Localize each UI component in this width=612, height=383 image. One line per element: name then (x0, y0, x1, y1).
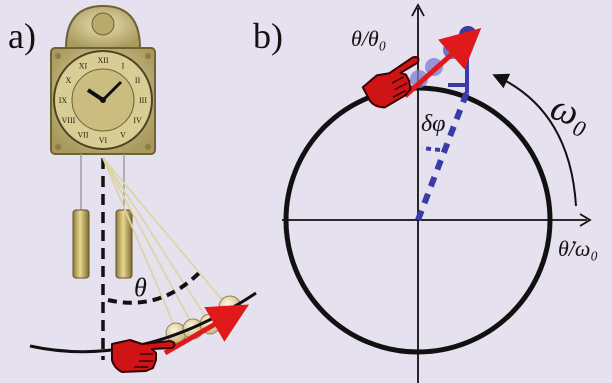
pointing-hand-icon (112, 340, 175, 372)
clock-numeral: VII (77, 131, 88, 140)
clock-numeral: V (120, 131, 126, 140)
theta-label: θ (134, 273, 147, 302)
clock-numeral: X (66, 76, 72, 85)
y-axis-label: θ/θ₀ (351, 26, 386, 51)
clock-numeral: XI (79, 61, 88, 70)
clock-numeral: I (122, 61, 125, 70)
clock-numeral: III (139, 96, 147, 105)
clock-numeral: IX (59, 96, 68, 105)
panel-a-label: a) (8, 16, 36, 56)
panel-b-label: b) (253, 16, 283, 56)
clock-weight-left (73, 210, 89, 278)
clock-numeral: XII (97, 56, 108, 65)
clock-numeral: VI (99, 136, 108, 145)
panel-b: b) θ/θ₀ θ̇/ω₀ ω₀ δφ (253, 5, 598, 383)
phase-shift-label: δφ (421, 111, 445, 137)
pendulum-bobs (166, 296, 241, 343)
clock-numeral: II (135, 76, 141, 85)
clock-numeral: IV (133, 116, 142, 125)
x-axis-label: θ̇/ω₀ (558, 236, 598, 261)
omega-label: ω₀ (545, 86, 597, 139)
clock-numeral: VIII (62, 116, 76, 125)
